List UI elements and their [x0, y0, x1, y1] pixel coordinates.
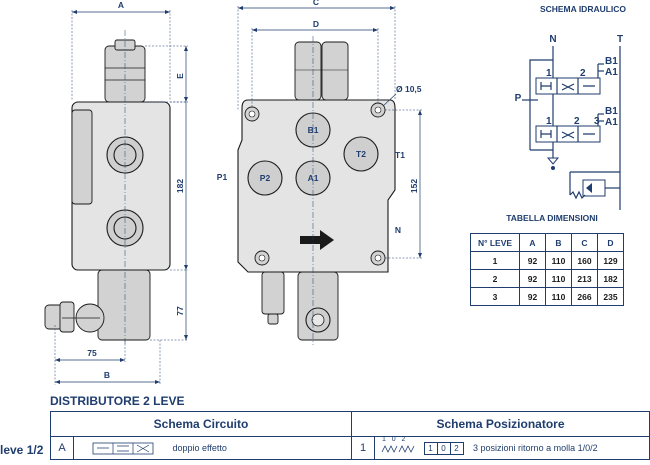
dim-b-label: B [104, 370, 110, 380]
spool-2 [321, 41, 349, 101]
dim-77-label: 77 [175, 306, 185, 316]
table-cell: 92 [519, 251, 546, 270]
table-cell: 2 [470, 269, 520, 288]
hole-label: Ø 10,5 [396, 84, 422, 94]
side-lower-housing [97, 269, 151, 341]
spring-symbol-icon [381, 445, 415, 453]
pos-desc: 3 posizioni ritorno a molla 1/0/2 [473, 443, 598, 453]
table-cell: 213 [571, 269, 598, 288]
pos-box: 0 [436, 441, 451, 455]
table-cell: 110 [545, 287, 572, 306]
hyd-num-1: 1 [546, 68, 552, 79]
table-cell: 235 [597, 287, 624, 306]
port-label-n: N [395, 225, 401, 235]
circuit-symbol-icon [92, 442, 154, 455]
valve-section-1 [535, 77, 601, 95]
hyd-num-3b: 3 [594, 116, 600, 127]
dim-th-leve: N° LEVE [470, 233, 520, 252]
front-view: B1 T2 P2 A1 P1 T1 N Ø 10,5 C D [217, 0, 422, 345]
dim-d-label: D [313, 19, 319, 29]
hyd-num-2b: 2 [574, 116, 580, 127]
hyd-num-2: 2 [580, 68, 586, 79]
dim-152-label: 152 [409, 179, 419, 193]
check-valve-icon [546, 157, 560, 165]
dim-e-label: E [175, 73, 185, 79]
table-cell: 110 [545, 251, 572, 270]
hydraulic-scheme: SCHEMA IDRAULICO N T P B1 A1 B1 A1 1 2 1… [515, 4, 626, 210]
sym-labels: 1 0 2 [382, 436, 405, 443]
hyd-label-n: N [549, 34, 556, 45]
hyd-label-b1-bot: B1 [605, 106, 618, 117]
table-cell: 3 [470, 287, 520, 306]
dim-th-d: D [597, 233, 624, 252]
dim-th-b: B [545, 233, 572, 252]
dim-th-a: A [519, 233, 546, 252]
dim-table: N° LEVE A B C D 1 92 110 160 129 2 92 11… [470, 233, 624, 306]
port-label-t1: T1 [395, 150, 405, 160]
port-label-t2: T2 [356, 149, 366, 159]
leve-label: leve 1/2 [0, 443, 44, 457]
side-flange [71, 109, 93, 205]
port-t2 [343, 136, 379, 172]
hyd-label-p: P [515, 93, 522, 104]
hyd-label-t: T [617, 34, 623, 45]
port-label-a1: A1 [308, 173, 319, 183]
hydraulic-title: SCHEMA IDRAULICO [540, 4, 626, 14]
table-row: 3 92 110 266 235 [470, 287, 624, 306]
circuit-cell: doppio effetto [73, 436, 352, 460]
hyd-label-a1-top: A1 [605, 67, 618, 78]
dim-table-title: TABELLA DIMENSIONI [506, 213, 598, 223]
side-view: A E 182 77 75 B [44, 0, 188, 385]
valve-section-2 [535, 125, 601, 143]
table-cell: 182 [597, 269, 624, 288]
pos-number: 1 [351, 436, 375, 460]
dim-th-c: C [571, 233, 598, 252]
schema-posizionatore-header: Schema Posizionatore [351, 411, 650, 437]
sym-label: 2 [401, 436, 406, 443]
port-label-p1: P1 [217, 172, 228, 182]
distributor-title: DISTRIBUTORE 2 LEVE [50, 394, 185, 408]
port-p2 [247, 160, 283, 196]
hyd-label-a1-bot: A1 [605, 117, 618, 128]
spool-1 [294, 41, 322, 101]
dim-75-label: 75 [87, 348, 97, 358]
dim-a-label: A [118, 0, 124, 10]
port-label-p2: P2 [260, 173, 271, 183]
bottom-plug [261, 271, 285, 315]
hyd-label-b1-top: B1 [605, 56, 618, 67]
distributor-table: Schema Circuito Schema Posizionatore A d… [50, 411, 650, 460]
table-cell: 266 [571, 287, 598, 306]
table-cell: 92 [519, 269, 546, 288]
flow-arrow-icon [300, 230, 334, 250]
table-cell: 110 [545, 269, 572, 288]
table-cell: 129 [597, 251, 624, 270]
sym-label: 0 [391, 436, 396, 443]
pos-box: 2 [449, 441, 464, 455]
dim-182-label: 182 [175, 179, 185, 193]
hyd-num-1b: 1 [546, 116, 552, 127]
sym-label: 1 [382, 436, 386, 443]
pos-box: 1 [423, 441, 438, 455]
table-row: 2 92 110 213 182 [470, 269, 624, 288]
table-cell: 160 [571, 251, 598, 270]
table-row: 1 92 110 160 129 [470, 251, 624, 270]
table-cell: 92 [519, 287, 546, 306]
table-cell: 1 [470, 251, 520, 270]
circuit-desc: doppio effetto [172, 443, 227, 453]
dim-c-label: C [313, 0, 319, 7]
dim-table-header: N° LEVE A B C D [470, 233, 624, 252]
circuit-letter: A [50, 436, 74, 460]
schema-circuito-header: Schema Circuito [50, 411, 352, 437]
